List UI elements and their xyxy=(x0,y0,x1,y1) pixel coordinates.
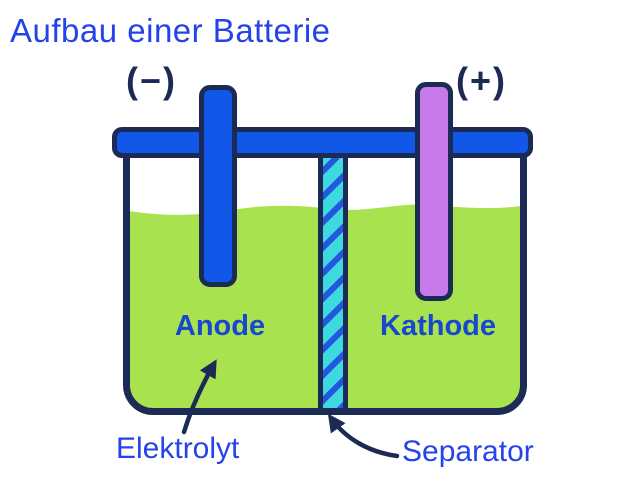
page-title: Aufbau einer Batterie xyxy=(10,12,331,49)
positive-terminal-label: (+) xyxy=(456,60,507,101)
battery-vessel xyxy=(123,150,527,415)
kathode-label: Kathode xyxy=(380,310,496,342)
negative-terminal-label: (−) xyxy=(126,60,177,101)
anode-label: Anode xyxy=(174,310,266,342)
separator-arrow xyxy=(327,413,400,459)
separator-caption: Separator xyxy=(402,435,534,468)
cathode-electrode-rod xyxy=(415,82,453,301)
elektrolyt-caption: Elektrolyt xyxy=(116,432,240,465)
anode-electrode-rod xyxy=(199,85,237,287)
separator-membrane xyxy=(318,150,348,415)
battery-lid xyxy=(112,127,533,158)
